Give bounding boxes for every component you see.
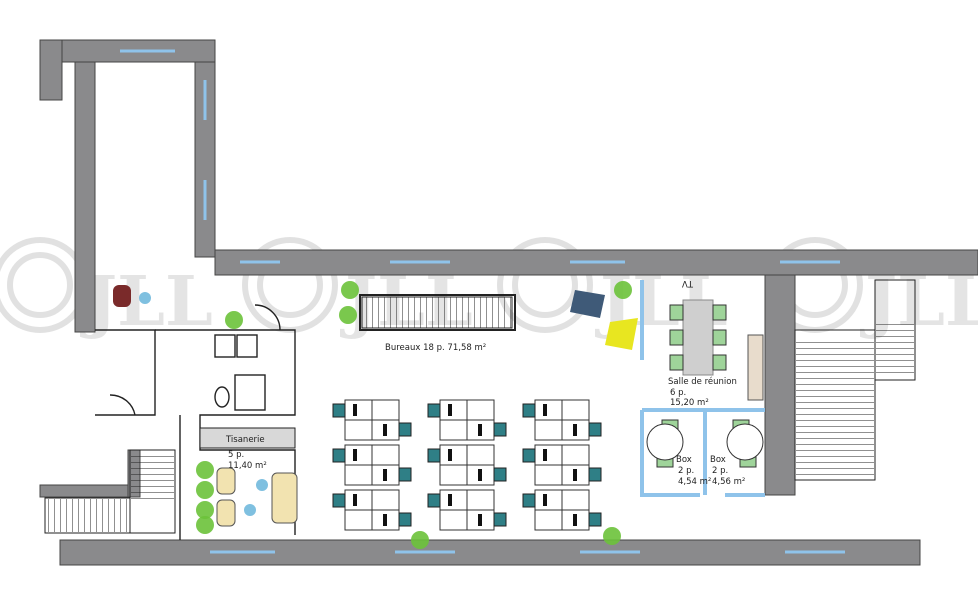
plant-icon: [341, 281, 359, 299]
office-chair: [398, 512, 412, 527]
office-chair: [398, 422, 412, 437]
monitor: [543, 494, 547, 506]
kitchen-name: Tisanerie: [225, 435, 265, 445]
office-chair: [588, 512, 602, 527]
plant-icon: [196, 516, 214, 534]
office-chair: [427, 403, 441, 418]
monitor: [573, 424, 577, 436]
office-chair: [332, 493, 346, 508]
monitor: [573, 514, 577, 526]
office-chair: [427, 493, 441, 508]
meeting-area: [640, 280, 765, 497]
meeting-room-capacity: 6 p.: [670, 388, 686, 398]
desk-clusters: [332, 399, 602, 531]
monitor: [383, 469, 387, 481]
kitchen-area: 11,40 m²: [228, 461, 267, 471]
monitor: [448, 449, 452, 461]
monitor: [543, 449, 547, 461]
monitor: [353, 449, 357, 461]
office-chair: [332, 448, 346, 463]
office-chair: [427, 448, 441, 463]
partitions: [95, 304, 296, 540]
tv-label: TV: [682, 278, 694, 288]
office-chair: [522, 493, 536, 508]
plant-icon: [411, 531, 429, 549]
plant-icon: [196, 481, 214, 499]
office-chair: [398, 467, 412, 482]
office-chair: [588, 422, 602, 437]
meeting-room-name: Salle de réunion: [668, 376, 737, 387]
monitor: [478, 424, 482, 436]
walls: [39, 39, 978, 566]
monitor: [383, 424, 387, 436]
box-1-area: 4,54 m²: [678, 477, 711, 487]
box-2-area: 4,56 m²: [712, 477, 745, 487]
plant-icon: [225, 311, 243, 329]
monitor: [448, 494, 452, 506]
meeting-room-area: 15,20 m²: [670, 398, 709, 408]
monitor: [353, 494, 357, 506]
kitchen-capacity: 5 p.: [228, 450, 244, 460]
monitor: [383, 514, 387, 526]
office-chair: [493, 422, 507, 437]
box-2-name: Box: [710, 455, 726, 465]
monitor: [543, 404, 547, 416]
plant-icon: [196, 501, 214, 519]
plant-icon: [339, 306, 357, 324]
office-chair: [332, 403, 346, 418]
office-chair: [588, 467, 602, 482]
monitor: [478, 514, 482, 526]
windows: [120, 49, 845, 554]
box-1-capacity: 2 p.: [678, 466, 694, 476]
monitor: [573, 469, 577, 481]
office-chair: [493, 467, 507, 482]
office-chair: [522, 403, 536, 418]
monitor: [353, 404, 357, 416]
plants: [196, 281, 632, 549]
lounge-furniture: [113, 285, 638, 527]
box-1-name: Box: [676, 455, 692, 465]
office-chair: [493, 512, 507, 527]
plant-icon: [603, 527, 621, 545]
offices-label: Bureaux 18 p. 71,58 m²: [385, 343, 486, 353]
plant-icon: [614, 281, 632, 299]
monitor: [478, 469, 482, 481]
staircases: [44, 279, 916, 534]
monitor: [448, 404, 452, 416]
plant-icon: [196, 461, 214, 479]
box-2-capacity: 2 p.: [712, 466, 728, 476]
office-chair: [522, 448, 536, 463]
